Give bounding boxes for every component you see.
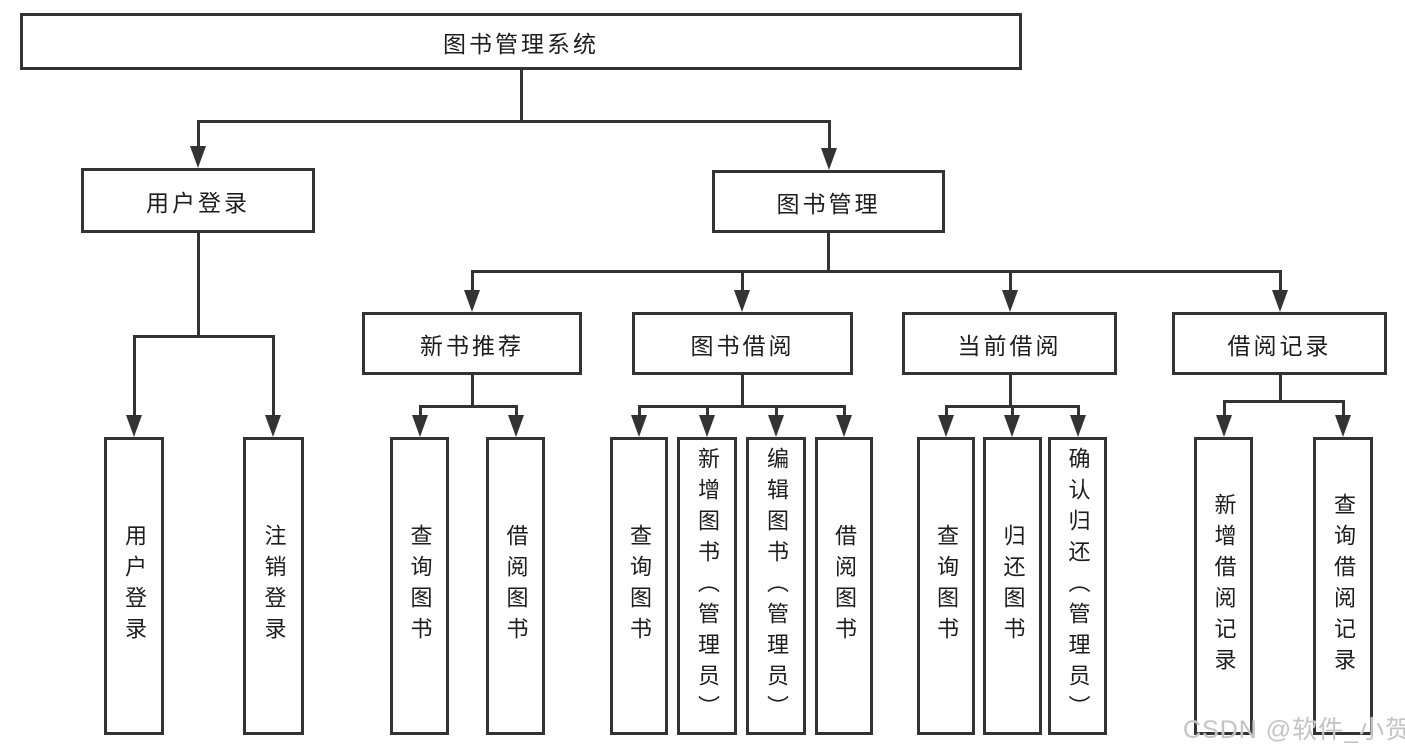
connector-drop-current-borrowing bbox=[1009, 270, 1012, 292]
leaf-label: 查询图书 bbox=[627, 524, 652, 648]
connector-newbooks-stem bbox=[471, 375, 474, 408]
arrow-down-icon bbox=[1272, 290, 1288, 312]
arrow-down-icon bbox=[699, 415, 715, 437]
leaf-label: 查询图书 bbox=[934, 524, 959, 648]
node-book-management: 图书管理 bbox=[712, 170, 945, 233]
connector-records-stem bbox=[1279, 375, 1282, 403]
leaf-user-login: 用户登录 bbox=[104, 437, 164, 735]
connector-borrowing-hbar bbox=[638, 405, 846, 408]
arrow-down-icon bbox=[265, 415, 281, 437]
leaf-query-books-current: 查询图书 bbox=[917, 437, 975, 735]
arrow-down-icon bbox=[1002, 290, 1018, 312]
leaf-label: 新增图书（管理员） bbox=[695, 446, 720, 726]
connector-drop-leaf bbox=[1223, 400, 1226, 417]
connector-drop-leaf bbox=[945, 405, 948, 417]
connector-newbooks-hbar bbox=[419, 405, 518, 408]
connector-userlogin-stem bbox=[197, 233, 200, 337]
leaf-query-books-recommend: 查询图书 bbox=[390, 437, 449, 735]
arrow-down-icon bbox=[938, 415, 954, 437]
node-library-management-system: 图书管理系统 bbox=[20, 13, 1022, 70]
leaf-borrow-books-recommend: 借阅图书 bbox=[486, 437, 545, 735]
connector-drop-leaf bbox=[1077, 405, 1080, 417]
leaf-label: 查询借阅记录 bbox=[1331, 493, 1356, 679]
leaf-label: 查询图书 bbox=[407, 524, 433, 648]
connector-root-stem bbox=[520, 70, 523, 123]
connector-current-stem bbox=[1009, 375, 1012, 408]
arrow-down-icon bbox=[412, 415, 428, 437]
connector-borrowing-stem bbox=[741, 375, 744, 408]
connector-drop-leaf bbox=[775, 405, 778, 417]
node-book-borrowing: 图书借阅 bbox=[632, 312, 853, 375]
leaf-label: 确认归还（管理员） bbox=[1065, 446, 1091, 726]
connector-userlogin-hbar bbox=[133, 335, 275, 338]
arrow-down-icon bbox=[1335, 415, 1351, 437]
node-label: 当前借阅 bbox=[957, 332, 1062, 359]
leaf-label: 借阅图书 bbox=[832, 524, 857, 648]
node-label: 用户登录 bbox=[146, 189, 250, 216]
node-new-book-recommendation: 新书推荐 bbox=[362, 312, 582, 375]
connector-drop-leaf bbox=[419, 405, 422, 417]
leaf-confirm-return-admin: 确认归还（管理员） bbox=[1048, 437, 1107, 735]
connector-drop-leaf bbox=[515, 405, 518, 417]
connector-drop-leaf bbox=[1342, 400, 1345, 417]
leaf-logout: 注销登录 bbox=[243, 437, 304, 735]
leaf-label: 借阅图书 bbox=[503, 524, 529, 648]
connector-drop-borrowing-records bbox=[1279, 270, 1282, 292]
leaf-borrow-books: 借阅图书 bbox=[815, 437, 873, 735]
connector-drop-book-management bbox=[828, 120, 831, 150]
arrow-down-icon bbox=[734, 290, 750, 312]
arrow-down-icon bbox=[1216, 415, 1232, 437]
leaf-query-books-borrowing: 查询图书 bbox=[610, 437, 668, 735]
leaf-add-borrow-record: 新增借阅记录 bbox=[1194, 437, 1253, 735]
leaf-return-books: 归还图书 bbox=[983, 437, 1042, 735]
arrow-down-icon bbox=[821, 148, 837, 170]
connector-drop-user-login bbox=[197, 120, 200, 148]
connector-drop-leaf bbox=[638, 405, 641, 417]
leaf-add-books-admin: 新增图书（管理员） bbox=[677, 437, 737, 735]
node-user-login: 用户登录 bbox=[81, 168, 315, 233]
node-label: 图书管理 bbox=[776, 190, 881, 217]
connector-root-hbar bbox=[197, 120, 831, 123]
arrow-down-icon bbox=[631, 415, 647, 437]
connector-drop-leaf bbox=[706, 405, 709, 417]
leaf-edit-books-admin: 编辑图书（管理员） bbox=[746, 437, 806, 735]
node-borrowing-records: 借阅记录 bbox=[1172, 312, 1387, 375]
arrow-down-icon bbox=[508, 415, 524, 437]
arrow-down-icon bbox=[190, 146, 206, 168]
node-label: 新书推荐 bbox=[420, 332, 524, 359]
connector-bookmgmt-stem bbox=[827, 233, 830, 273]
arrow-down-icon bbox=[464, 290, 480, 312]
csdn-watermark: CSDN @软件_小贺同学 bbox=[1183, 716, 1405, 744]
connector-drop-new-books bbox=[471, 270, 474, 292]
connector-drop-book-borrowing bbox=[741, 270, 744, 292]
leaf-label: 编辑图书（管理员） bbox=[764, 446, 789, 726]
connector-drop-logout-leaf bbox=[272, 335, 275, 417]
connector-drop-leaf bbox=[1011, 405, 1014, 417]
arrow-down-icon bbox=[1004, 415, 1020, 437]
arrow-down-icon bbox=[126, 415, 142, 437]
node-current-borrowing: 当前借阅 bbox=[902, 312, 1117, 375]
node-label: 借阅记录 bbox=[1227, 332, 1332, 359]
connector-drop-leaf bbox=[843, 405, 846, 417]
leaf-query-borrow-record: 查询借阅记录 bbox=[1313, 437, 1373, 735]
connector-level3-hbar bbox=[471, 270, 1282, 273]
arrow-down-icon bbox=[836, 415, 852, 437]
connector-drop-login-leaf bbox=[133, 335, 136, 417]
connector-records-hbar bbox=[1223, 400, 1345, 403]
node-label: 图书借阅 bbox=[690, 332, 795, 359]
arrow-down-icon bbox=[1070, 415, 1086, 437]
leaf-label: 用户登录 bbox=[122, 524, 147, 648]
leaf-label: 新增借阅记录 bbox=[1211, 493, 1237, 679]
leaf-label: 注销登录 bbox=[261, 524, 287, 648]
leaf-label: 归还图书 bbox=[1000, 524, 1026, 648]
node-label: 图书管理系统 bbox=[443, 30, 599, 57]
arrow-down-icon bbox=[768, 415, 784, 437]
